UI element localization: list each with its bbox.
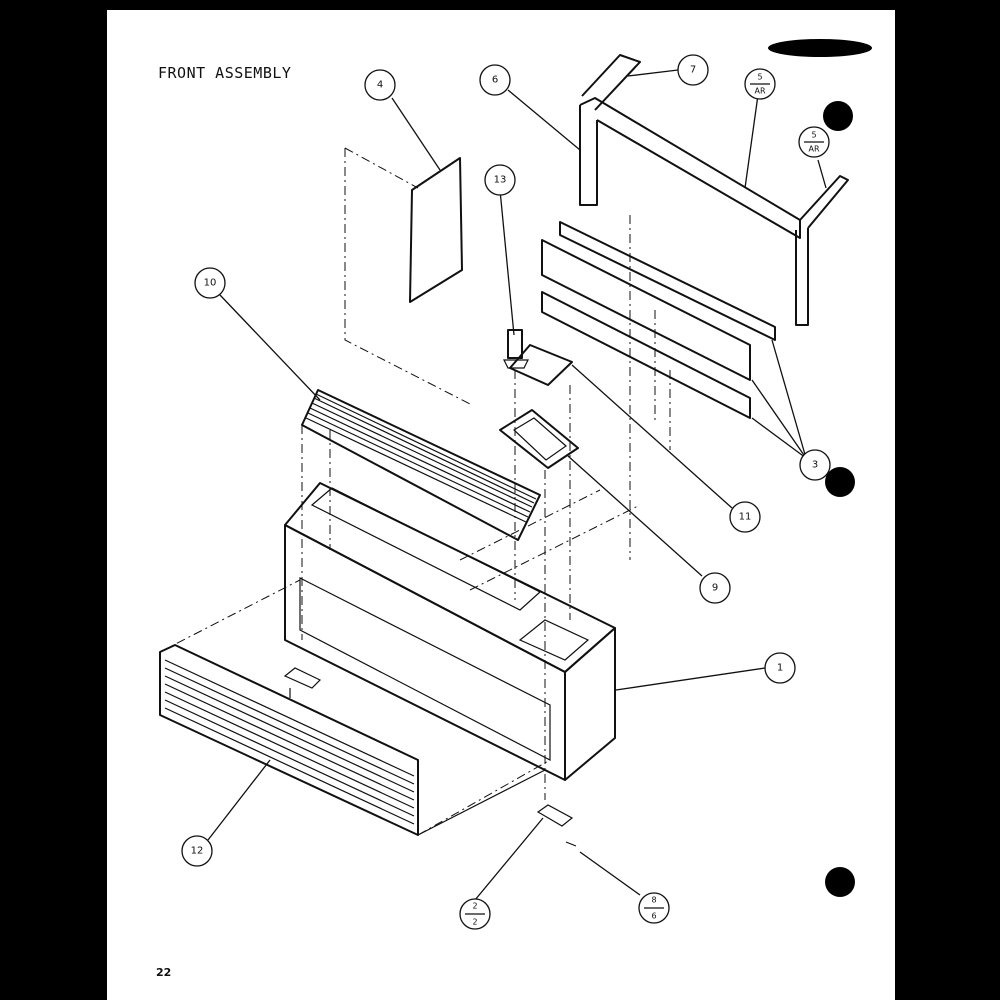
callout-7-label: 7 — [690, 65, 696, 76]
part-clip-13 — [503, 329, 529, 369]
leader-lines — [207, 69, 827, 901]
page-number: 22 — [156, 966, 172, 979]
callout-9: 9 — [699, 572, 731, 604]
callout-5b-top: 5 — [811, 131, 816, 140]
callout-7: 7 — [677, 54, 709, 86]
punch-hole-top — [823, 101, 853, 131]
callout-3: 3 — [799, 449, 831, 481]
callout-6: 6 — [479, 64, 511, 96]
punch-hole-middle — [825, 467, 855, 497]
callout-12: 12 — [181, 835, 213, 867]
callout-5-ar-right: 5 AR — [798, 126, 830, 158]
part-grille-10 — [301, 389, 541, 541]
callout-2-bottom: 2 — [472, 918, 477, 927]
callout-12-label: 12 — [191, 846, 204, 857]
callout-4: 4 — [364, 69, 396, 101]
callout-5a-top: 5 — [757, 73, 762, 82]
callout-8-bottom: 6 — [651, 912, 656, 921]
part-frame-6 — [579, 54, 849, 326]
callout-3-label: 3 — [812, 460, 818, 471]
part-bracket-right — [536, 804, 577, 847]
punch-hole-bottom — [825, 867, 855, 897]
callout-5a-bottom: AR — [754, 87, 765, 96]
callout-6-label: 6 — [492, 75, 498, 86]
callout-4-label: 4 — [377, 80, 383, 91]
diagram-title: FRONT ASSEMBLY — [158, 64, 292, 82]
callout-2-top: 2 — [472, 902, 477, 911]
callout-13-label: 13 — [494, 175, 507, 186]
callout-8-6: 8 6 — [638, 892, 670, 924]
scan-smudge — [768, 39, 872, 57]
part-bracket-left — [283, 667, 322, 698]
callout-5b-bottom: AR — [808, 145, 819, 154]
callout-8-top: 8 — [651, 896, 656, 905]
part-front-grille-12 — [159, 644, 546, 836]
part-panel-4 — [409, 157, 463, 303]
part-cabinet-1 — [284, 482, 616, 781]
callout-2-2: 2 2 — [459, 898, 491, 930]
callout-13: 13 — [484, 164, 516, 196]
part-strips-3 — [541, 221, 776, 419]
assembly-lines — [159, 147, 671, 836]
callout-11-label: 11 — [739, 512, 752, 523]
callout-1: 1 — [764, 652, 796, 684]
callout-10-label: 10 — [204, 278, 217, 289]
callout-10: 10 — [194, 267, 226, 299]
part-plate-11 — [509, 344, 573, 386]
callout-9-label: 9 — [712, 583, 718, 594]
callout-11: 11 — [729, 501, 761, 533]
part-tray-9 — [499, 409, 579, 469]
callout-1-label: 1 — [777, 663, 783, 674]
callout-5-ar-top: 5 AR — [744, 68, 776, 100]
